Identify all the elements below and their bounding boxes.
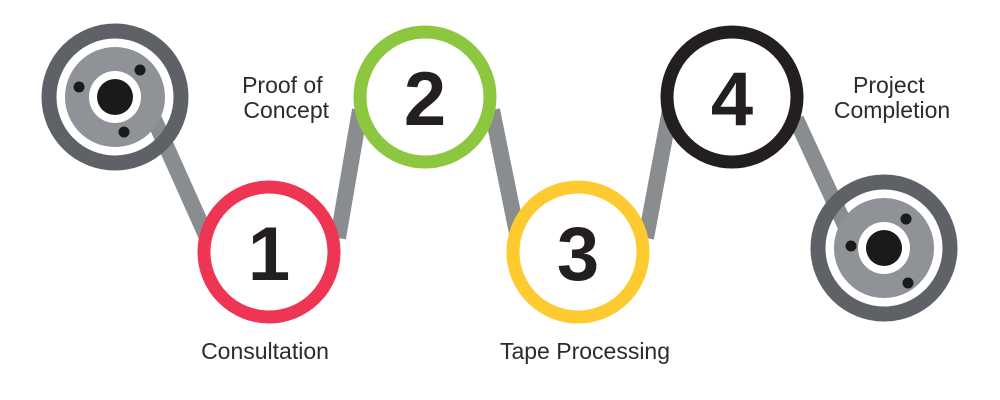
step-4-ring <box>660 25 804 169</box>
step-3-ring <box>506 180 650 324</box>
step-1-number: 1 <box>248 212 290 297</box>
step-1: 1 <box>197 180 341 324</box>
tape-segment <box>330 108 368 240</box>
step-4-label-line: Completion <box>834 97 950 123</box>
step-2-label-line: Concept <box>243 97 329 123</box>
step-4-number: 4 <box>711 57 753 142</box>
step-2-label-line: Proof of <box>242 72 323 98</box>
left-reel-icon <box>41 23 189 171</box>
step-2-label: Proof of Concept <box>242 72 330 123</box>
step-4-label: Project Completion <box>834 72 950 123</box>
step-4-label-line: Project <box>853 72 925 98</box>
tape-segment <box>638 108 678 240</box>
step-1-label: Consultation <box>201 338 329 364</box>
step-4: 4 <box>660 25 804 169</box>
step-2-ring <box>353 25 497 169</box>
tape-segment <box>484 108 526 240</box>
right-reel-icon <box>810 174 958 322</box>
step-2: 2 <box>353 25 497 169</box>
step-3-number: 3 <box>557 212 599 297</box>
step-1-ring <box>197 180 341 324</box>
step-3-label: Tape Processing <box>500 338 670 364</box>
step-3: 3 <box>506 180 650 324</box>
step-2-number: 2 <box>404 57 446 142</box>
